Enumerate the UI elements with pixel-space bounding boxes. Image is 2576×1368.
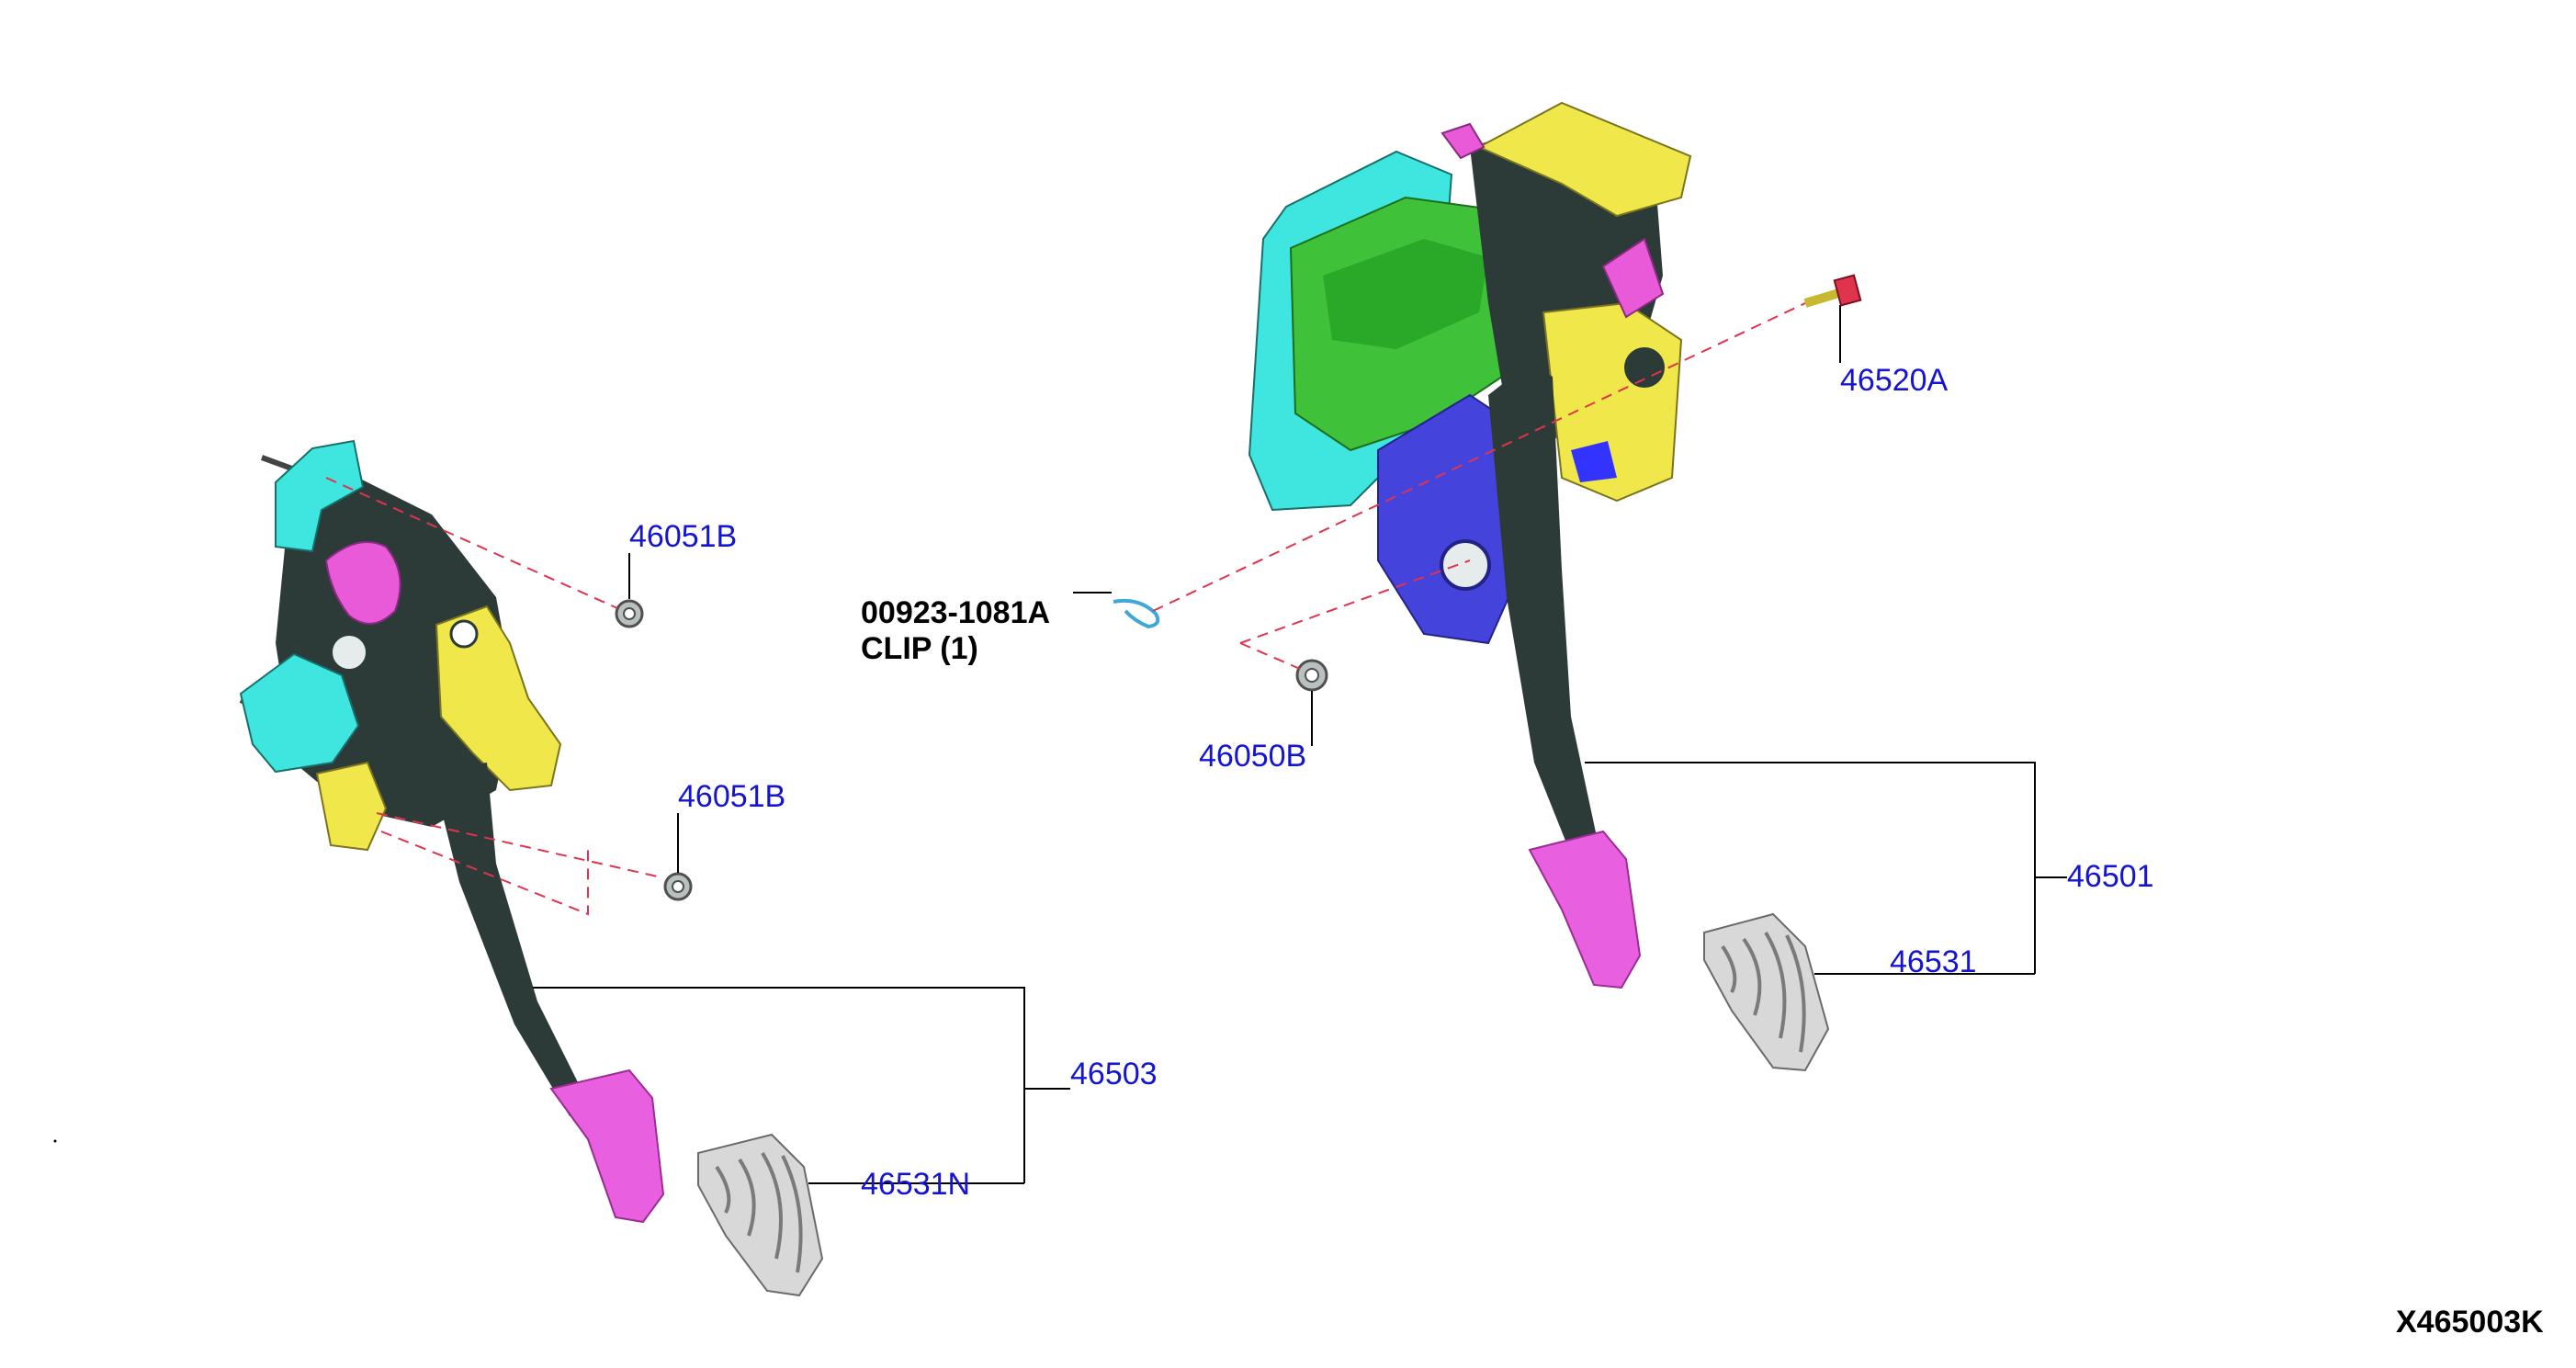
nut-icon	[663, 872, 693, 901]
diagram-code: X465003K	[2396, 1305, 2544, 1340]
assembly-line	[1152, 302, 1806, 670]
part-number-46050B[interactable]: 46050B	[1199, 739, 1307, 774]
bolt-icon	[1803, 274, 1862, 308]
part-number-46501[interactable]: 46501	[2067, 859, 2154, 894]
clip-part-note[interactable]: 00923-1081A CLIP (1)	[861, 595, 1050, 667]
rubber-pedal-cover-icon	[697, 1133, 824, 1297]
speck	[53, 1139, 57, 1143]
brake-pedal-assembly-icon	[1248, 101, 1692, 989]
clip-quantity-label: CLIP (1)	[861, 631, 978, 667]
part-number-00923-1081A: 00923-1081A	[861, 595, 1051, 630]
leader-line	[533, 553, 1070, 1184]
part-number-46503[interactable]: 46503	[1070, 1057, 1158, 1091]
assembly-line	[325, 477, 662, 916]
part-number-46051B-lower[interactable]: 46051B	[678, 779, 786, 814]
part-number-46520A[interactable]: 46520A	[1840, 363, 1949, 398]
clip-icon	[1113, 598, 1160, 629]
rubber-pedal-cover-icon	[1703, 912, 1830, 1072]
part-number-46531N[interactable]: 46531N	[861, 1167, 971, 1202]
part-number-46051B-upper[interactable]: 46051B	[629, 519, 738, 554]
nut-icon	[615, 599, 644, 628]
part-number-46531[interactable]: 46531	[1890, 944, 1977, 979]
clutch-pedal-assembly-icon	[239, 439, 665, 1224]
leader-line	[1073, 305, 2067, 975]
nut-icon	[1295, 659, 1328, 692]
